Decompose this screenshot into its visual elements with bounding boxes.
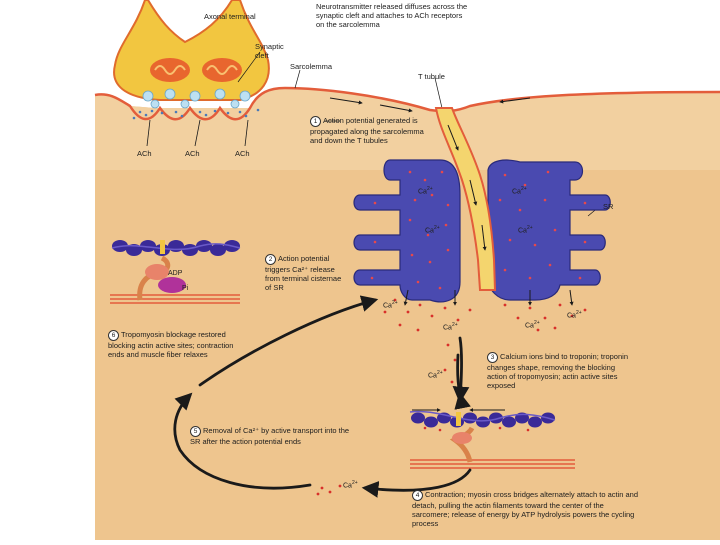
pi-label: Pi xyxy=(182,285,189,292)
ca-label-binding: Ca2+ xyxy=(428,370,443,379)
step-text: Action potential generated is propagated… xyxy=(310,116,424,145)
axonal-terminal-label: Axonal terminal xyxy=(204,12,256,21)
ach-label-1: ACh xyxy=(137,149,152,158)
step-number: 3 xyxy=(487,352,498,363)
step-text: Calcium ions bind to troponin; troponin … xyxy=(487,352,628,390)
step-text: Neurotransmitter released diffuses acros… xyxy=(316,2,467,29)
ca-label-release-3: Ca2+ xyxy=(525,320,540,329)
ca-label-sr-right-2: Ca2+ xyxy=(518,225,533,234)
step-text: Contraction; myosin cross bridges altern… xyxy=(412,490,638,528)
step-text: Tropomyosin blockage restored blocking a… xyxy=(108,330,233,359)
step-number: 5 xyxy=(190,426,201,437)
synaptic-cleft-label-1: Synaptic xyxy=(255,42,284,51)
sarcolemma-label: Sarcolemma xyxy=(290,62,332,71)
step-neurotransmitter: Neurotransmitter released diffuses acros… xyxy=(316,2,471,30)
synaptic-cleft-label-2: cleft xyxy=(255,51,269,60)
ca-label-release-4: Ca2+ xyxy=(567,310,582,319)
ca-label-removal: Ca2+ xyxy=(343,480,358,489)
ach-label-3: ACh xyxy=(235,149,250,158)
ca-label-release-2: Ca2+ xyxy=(443,322,458,331)
step-text: Action potential triggers Ca²⁺ release f… xyxy=(265,254,341,292)
ca-label-sr-right-1: Ca2+ xyxy=(512,186,527,195)
step-text: Removal of Ca²⁺ by active transport into… xyxy=(190,426,349,446)
step-number: 4 xyxy=(412,490,423,501)
step-number: 1 xyxy=(310,116,321,127)
ca-label-release-1: Ca2+ xyxy=(383,300,398,309)
ach-label-2: ACh xyxy=(185,149,200,158)
adp-label: ADP xyxy=(168,270,183,277)
t-tubule-label: T tubule xyxy=(418,72,445,81)
ca-label-sr-left-2: Ca2+ xyxy=(425,225,440,234)
ca-label-sr-left-1: Ca2+ xyxy=(418,186,433,195)
step-number: 2 xyxy=(265,254,276,265)
sr-label: SR xyxy=(603,202,613,211)
step-number: 6 xyxy=(108,330,119,341)
